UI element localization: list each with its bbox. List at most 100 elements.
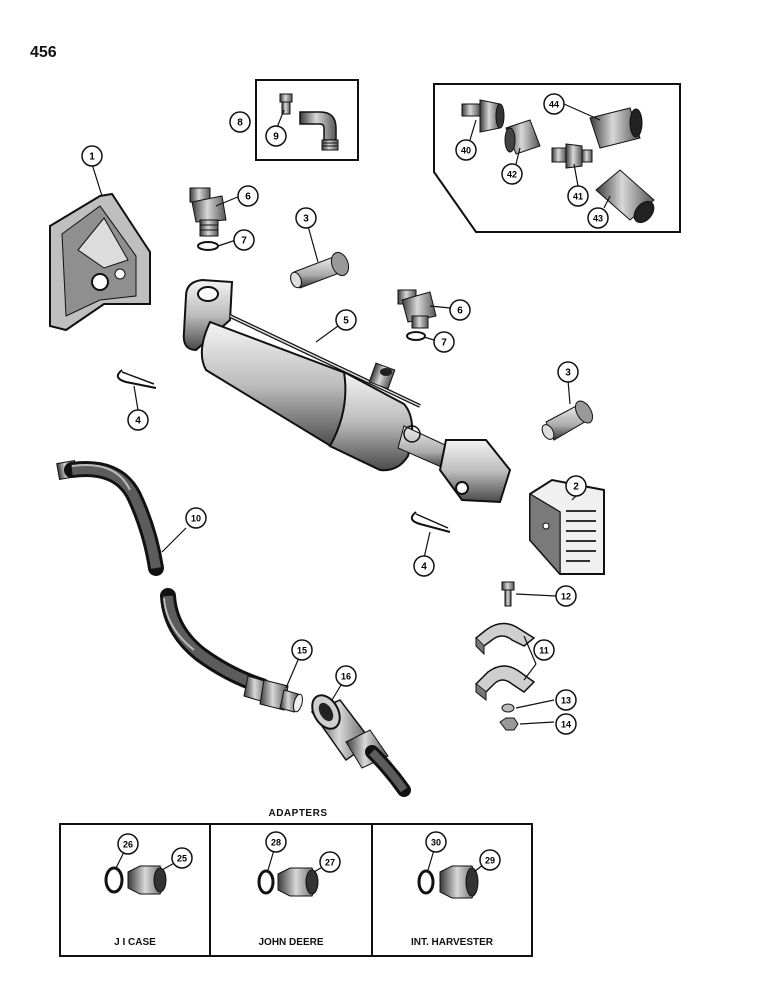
callout-circle xyxy=(127,409,149,431)
callout-circle xyxy=(449,299,471,321)
adapter-harvester-part xyxy=(417,865,479,899)
callout-c3b: 3 xyxy=(557,361,579,383)
callout-number: 15 xyxy=(297,646,307,656)
callout-circle xyxy=(501,163,523,185)
lock-washer-part xyxy=(501,703,515,713)
callout-number: 41 xyxy=(573,192,583,202)
fitting-43-part xyxy=(595,169,655,224)
callout-circle xyxy=(587,207,609,229)
mounting-bracket-part xyxy=(49,192,151,332)
upper-elbow-fitting-part xyxy=(189,187,227,251)
callout-number: 9 xyxy=(273,132,279,143)
callout-c26: 26 xyxy=(117,833,139,855)
callout-number: 11 xyxy=(539,646,549,656)
callout-number: 7 xyxy=(241,236,247,247)
callout-c2: 2 xyxy=(565,475,587,497)
callout-number: 4 xyxy=(421,562,427,573)
callout-c43: 43 xyxy=(587,207,609,229)
callout-circle xyxy=(229,111,251,133)
callout-circle xyxy=(117,833,139,855)
callout-circle xyxy=(555,713,577,735)
callout-number: 12 xyxy=(561,592,571,602)
callout-c4a: 4 xyxy=(127,409,149,431)
callout-c14: 14 xyxy=(555,713,577,735)
callout-circle xyxy=(567,185,589,207)
callout-circle xyxy=(185,507,207,529)
callout-circle xyxy=(555,585,577,607)
hairpin-clip-part-lower xyxy=(410,511,451,533)
callout-c27: 27 xyxy=(319,851,341,873)
callout-number: 2 xyxy=(573,482,579,493)
callout-number: 30 xyxy=(431,838,441,848)
callout-number: 10 xyxy=(191,514,201,524)
callout-c8: 8 xyxy=(229,111,251,133)
callout-c7a: 7 xyxy=(233,229,255,251)
callout-circle xyxy=(171,847,193,869)
callout-circle xyxy=(233,229,255,251)
leader-lines xyxy=(91,103,611,725)
callout-layer: 1233445667789101112131415162526272829304… xyxy=(81,93,609,873)
callout-number: 28 xyxy=(271,838,281,848)
hydraulic-hose-upper xyxy=(56,459,164,576)
upper-pin-part xyxy=(290,251,350,289)
callout-c29: 29 xyxy=(479,849,501,871)
hydraulic-hose-lower xyxy=(160,588,270,694)
callout-circle xyxy=(433,331,455,353)
cylinder-elbow-fitting-part xyxy=(397,289,437,341)
hex-nut-part xyxy=(499,717,519,731)
callout-c28: 28 xyxy=(265,831,287,853)
callout-number: 6 xyxy=(245,192,251,203)
callout-c40: 40 xyxy=(455,139,477,161)
callout-number: 7 xyxy=(441,338,447,349)
callout-c44: 44 xyxy=(543,93,565,115)
callout-number: 14 xyxy=(561,720,571,730)
callout-c13: 13 xyxy=(555,689,577,711)
callout-number: 1 xyxy=(89,152,95,163)
callout-c4b: 4 xyxy=(413,555,435,577)
callout-circle xyxy=(291,639,313,661)
callout-c41: 41 xyxy=(567,185,589,207)
callout-c1: 1 xyxy=(81,145,103,167)
callout-circle xyxy=(265,125,287,147)
callout-number: 3 xyxy=(303,214,309,225)
callout-circle xyxy=(455,139,477,161)
adapter-case-part xyxy=(104,865,167,895)
adapter-label-case: J I CASE xyxy=(114,937,156,948)
callout-c6a: 6 xyxy=(237,185,259,207)
callout-c6b: 6 xyxy=(449,299,471,321)
male-coupler-part xyxy=(243,675,304,713)
adapter-fittings-box xyxy=(433,83,681,233)
callout-c10: 10 xyxy=(185,507,207,529)
callout-circle xyxy=(555,689,577,711)
adapter-label-harvester: INT. HARVESTER xyxy=(410,937,494,948)
callout-number: 13 xyxy=(561,696,571,706)
callout-circle xyxy=(479,849,501,871)
callout-c9: 9 xyxy=(265,125,287,147)
female-coupler-part xyxy=(310,694,411,797)
elbow-fitting-part xyxy=(299,111,339,151)
fitting-40-part xyxy=(461,99,505,133)
callout-number: 26 xyxy=(123,840,133,850)
callout-circle xyxy=(543,93,565,115)
fitting-kit-box xyxy=(255,79,359,161)
callout-number: 25 xyxy=(177,854,187,864)
callout-number: 42 xyxy=(507,170,517,180)
callout-c7b: 7 xyxy=(433,331,455,353)
fitting-44-part xyxy=(589,107,643,149)
decal-plate-part xyxy=(529,478,605,576)
callout-c5: 5 xyxy=(335,309,357,331)
callout-number: 43 xyxy=(593,214,603,224)
bleeder-valve-part xyxy=(279,93,293,115)
callout-circle xyxy=(557,361,579,383)
adapter-label-deere: JOHN DEERE xyxy=(258,937,324,948)
callout-circle xyxy=(425,831,447,853)
callout-number: 4 xyxy=(135,416,141,427)
callout-c3a: 3 xyxy=(295,207,317,229)
hairpin-clip-part-upper xyxy=(116,369,157,389)
hose-clamp-lower-part xyxy=(474,665,536,702)
callout-c15: 15 xyxy=(291,639,313,661)
callout-circle xyxy=(565,475,587,497)
fitting-41-part xyxy=(551,143,593,169)
